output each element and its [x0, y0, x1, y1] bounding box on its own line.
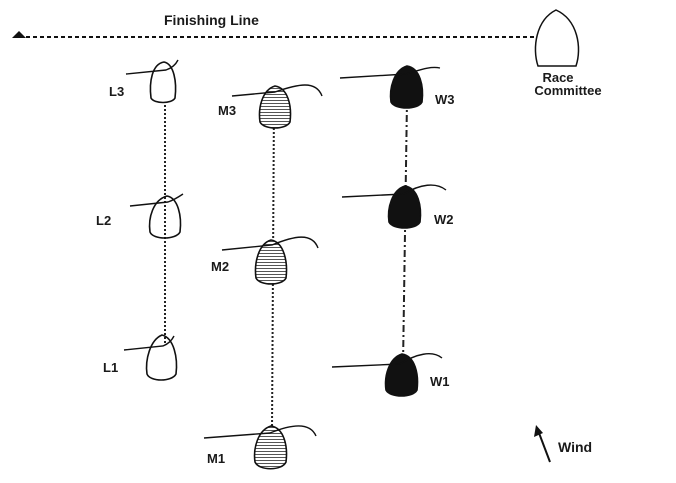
- wind-indicator: Wind: [534, 425, 592, 463]
- boat-w3: W3: [339, 65, 455, 109]
- wind-arrow-icon: [534, 425, 543, 437]
- boat-label-m1: M1: [207, 451, 225, 466]
- boom-icon: [341, 184, 447, 198]
- boat-label-w3: W3: [435, 92, 455, 107]
- dark-column-link: [402, 99, 408, 366]
- boat-l2: L2: [96, 193, 184, 239]
- boat-label-l3: L3: [109, 84, 124, 99]
- committee-boat-icon: [534, 9, 580, 67]
- wind-arrow-shaft: [538, 432, 551, 463]
- finishing-line: Finishing Line: [12, 12, 534, 38]
- committee-label-line2: Committee: [534, 83, 601, 98]
- boom-icon: [123, 335, 175, 351]
- wind-label: Wind: [558, 439, 592, 455]
- boat-label-m3: M3: [218, 103, 236, 118]
- boat-medium-hull-icon: [253, 425, 288, 470]
- boat-l1: L1: [103, 334, 178, 381]
- boat-light-hull-icon: [148, 195, 182, 239]
- pin-buoy-icon: [12, 31, 26, 38]
- boat-w2: W2: [341, 184, 454, 229]
- boat-medium-hull-icon: [254, 239, 288, 285]
- boat-dark-hull-icon: [384, 353, 419, 397]
- committee-label-line1: Race: [542, 70, 573, 85]
- boat-label-w1: W1: [430, 374, 450, 389]
- boat-l3: L3: [109, 59, 179, 104]
- boat-m3: M3: [218, 84, 323, 129]
- boom-icon: [339, 66, 441, 79]
- boom-icon: [203, 425, 317, 439]
- boat-label-l1: L1: [103, 360, 118, 375]
- finishing-line-label: Finishing Line: [164, 12, 259, 28]
- boat-label-m2: M2: [211, 259, 229, 274]
- boat-m1: M1: [203, 425, 317, 470]
- boat-dark-hull-icon: [387, 185, 422, 229]
- boom-icon: [231, 84, 323, 97]
- boat-label-w2: W2: [434, 212, 454, 227]
- boat-m2: M2: [211, 236, 319, 285]
- race-committee: Race Committee: [534, 9, 602, 98]
- boat-light-hull-icon: [145, 334, 178, 381]
- boom-icon: [221, 236, 319, 251]
- boat-medium-hull-icon: [258, 85, 292, 129]
- boat-light-hull-icon: [149, 61, 177, 104]
- boom-icon: [331, 353, 443, 368]
- boom-icon: [129, 193, 184, 207]
- boat-label-l2: L2: [96, 213, 111, 228]
- boom-icon: [125, 59, 179, 75]
- boat-w1: W1: [331, 353, 450, 397]
- boat-dark-hull-icon: [389, 65, 424, 109]
